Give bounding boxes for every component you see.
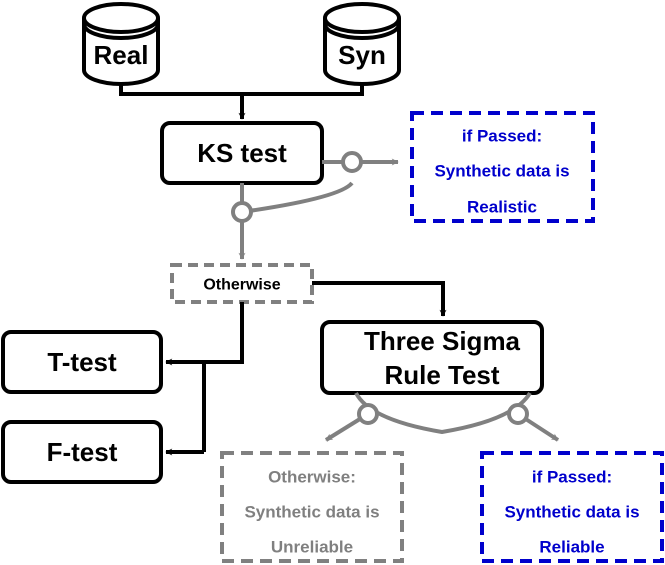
unreliable-line-1: Otherwise: [268,468,356,487]
sigma-branch-arc [354,391,532,435]
sigma-otherwise-junction [357,403,379,425]
three-sigma-box [320,320,544,395]
syn-label: Syn [338,40,386,70]
reliable-line-2: Synthetic data is [504,503,639,522]
real-database: Real [82,2,160,86]
f-test-box [1,420,163,484]
otherwise-down-connector [202,302,244,452]
t-test-box [1,330,163,394]
unreliable-line-3: Unreliable [271,538,353,557]
otherwise-label: Otherwise [203,277,280,294]
ks-test-label: KS test [197,138,287,168]
reliable-line-3: Reliable [539,538,604,557]
db-merge-connector [119,84,364,96]
f-test-label: F-test [47,437,118,467]
ks-pass-junction [341,151,363,173]
real-label: Real [94,40,149,70]
ks-branch-arc [241,181,354,214]
three-sigma-line-2: Rule Test [384,360,499,390]
unreliable-line-2: Synthetic data is [244,503,379,522]
sigma-pass-junction [507,403,529,425]
otherwise-to-sigma-arrow [312,281,447,317]
realistic-line-2: Synthetic data is [434,162,569,181]
three-sigma-line-1: Three Sigma [364,326,521,356]
t-test-label: T-test [47,347,117,377]
ks-otherwise-junction [231,201,253,223]
syn-database: Syn [323,2,401,86]
realistic-line-3: Realistic [467,198,537,217]
realistic-outcome-box [410,111,595,223]
unreliable-outcome-box [220,451,404,563]
realistic-line-1: if Passed: [462,127,542,146]
reliable-outcome-box [480,451,664,563]
reliable-line-1: if Passed: [532,468,612,487]
